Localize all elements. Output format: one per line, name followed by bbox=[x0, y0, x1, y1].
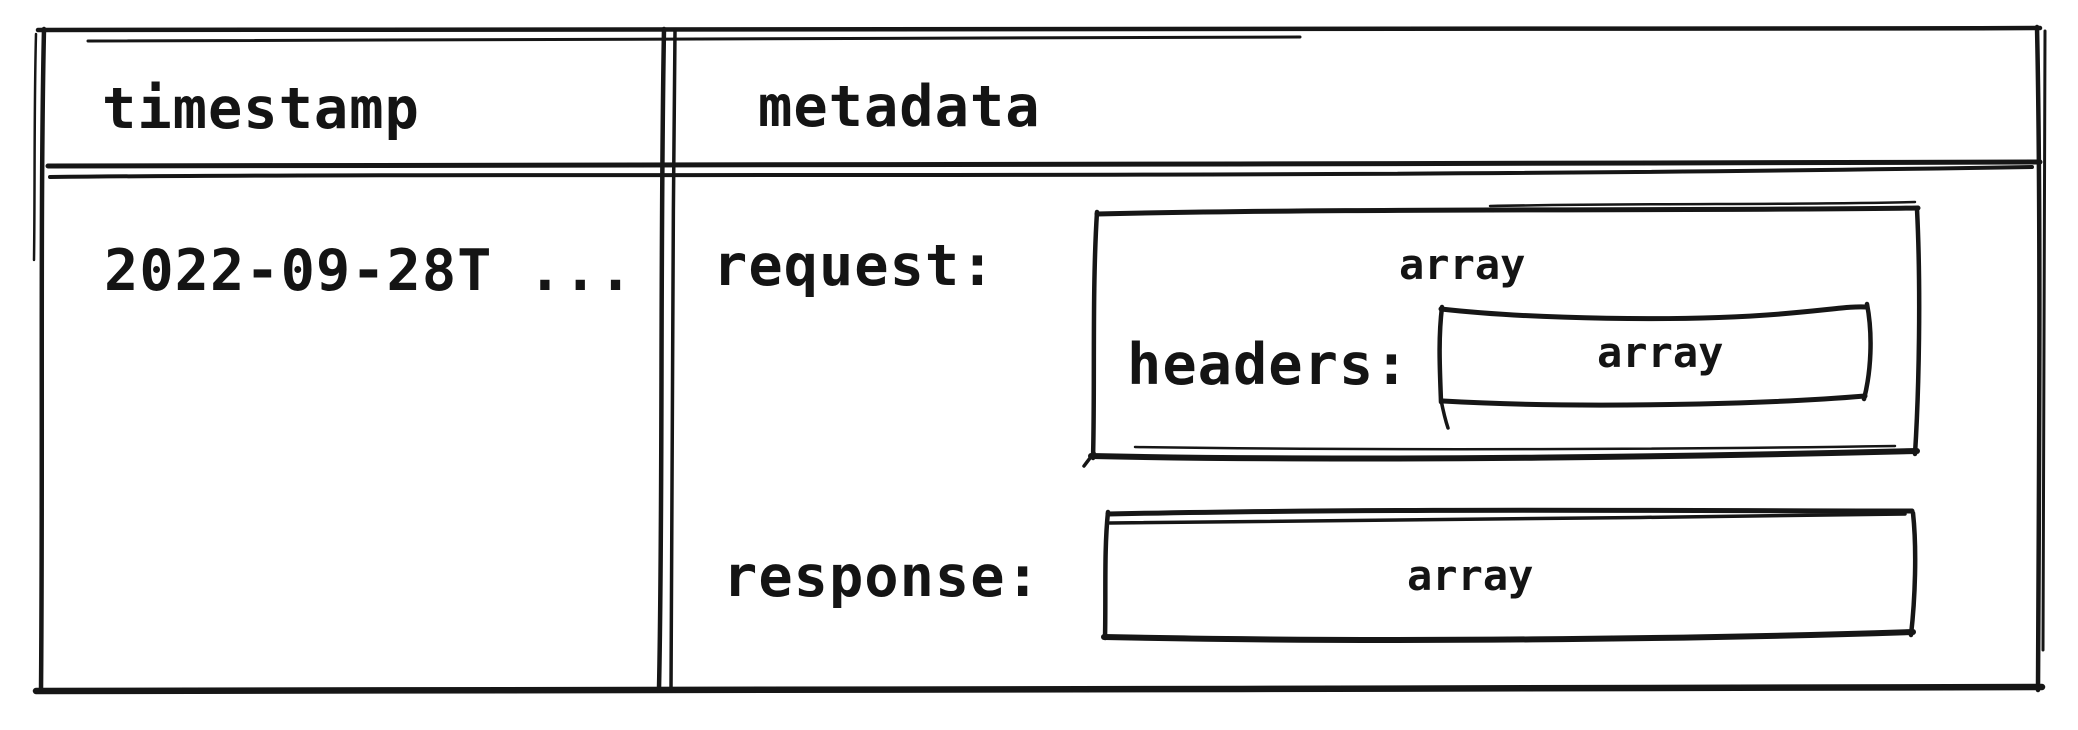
response-array-box-right bbox=[1908, 510, 1918, 638]
column-divider-line bbox=[656, 26, 667, 692]
table-border-top-line bbox=[35, 25, 2043, 33]
headers-array-box-top bbox=[1438, 304, 1869, 322]
table-border-left-line bbox=[38, 26, 47, 694]
headers-array-box-corner-tail bbox=[1439, 398, 1450, 430]
request-array-type-label: array bbox=[1399, 240, 1526, 289]
request-array-box-right bbox=[1912, 206, 1922, 457]
response-array-box-top-double bbox=[1108, 512, 1907, 525]
column-header-timestamp: timestamp bbox=[102, 76, 420, 142]
response-array-box-top bbox=[1105, 507, 1915, 517]
header-separator-double-line bbox=[48, 165, 2034, 179]
headers-array-box-left bbox=[1437, 304, 1445, 405]
response-array-box-left bbox=[1102, 509, 1111, 641]
column-header-metadata: metadata bbox=[758, 74, 1041, 140]
request-array-box-bottom-double bbox=[1133, 444, 1897, 451]
headers-field-label: headers: bbox=[1127, 332, 1410, 398]
response-array-box-bottom bbox=[1101, 629, 1916, 643]
table-border-top-double-line bbox=[86, 35, 1302, 43]
table-border-right-double-line bbox=[2041, 29, 2047, 652]
table-border-left-double-line bbox=[32, 32, 38, 262]
column-divider-double-line bbox=[669, 29, 677, 692]
header-separator-line bbox=[45, 159, 2043, 169]
request-array-box-corner-tail bbox=[1082, 451, 1096, 468]
response-array-type-label: array bbox=[1407, 551, 1534, 600]
request-array-box-top-double bbox=[1488, 200, 1917, 208]
table-border-right-line bbox=[2034, 24, 2042, 693]
response-field-label: response: bbox=[723, 544, 1041, 610]
headers-array-type-label: array bbox=[1597, 328, 1724, 377]
request-field-label: request: bbox=[713, 233, 996, 299]
headers-array-box-bottom bbox=[1440, 393, 1868, 408]
request-array-box-top bbox=[1094, 205, 1921, 217]
headers-array-box-right bbox=[1861, 301, 1873, 402]
request-array-box-bottom bbox=[1088, 448, 1920, 462]
timestamp-cell-value: 2022-09-28T ... bbox=[104, 238, 634, 304]
table-border-bottom-line bbox=[32, 683, 2046, 695]
request-array-box-left bbox=[1090, 209, 1100, 461]
